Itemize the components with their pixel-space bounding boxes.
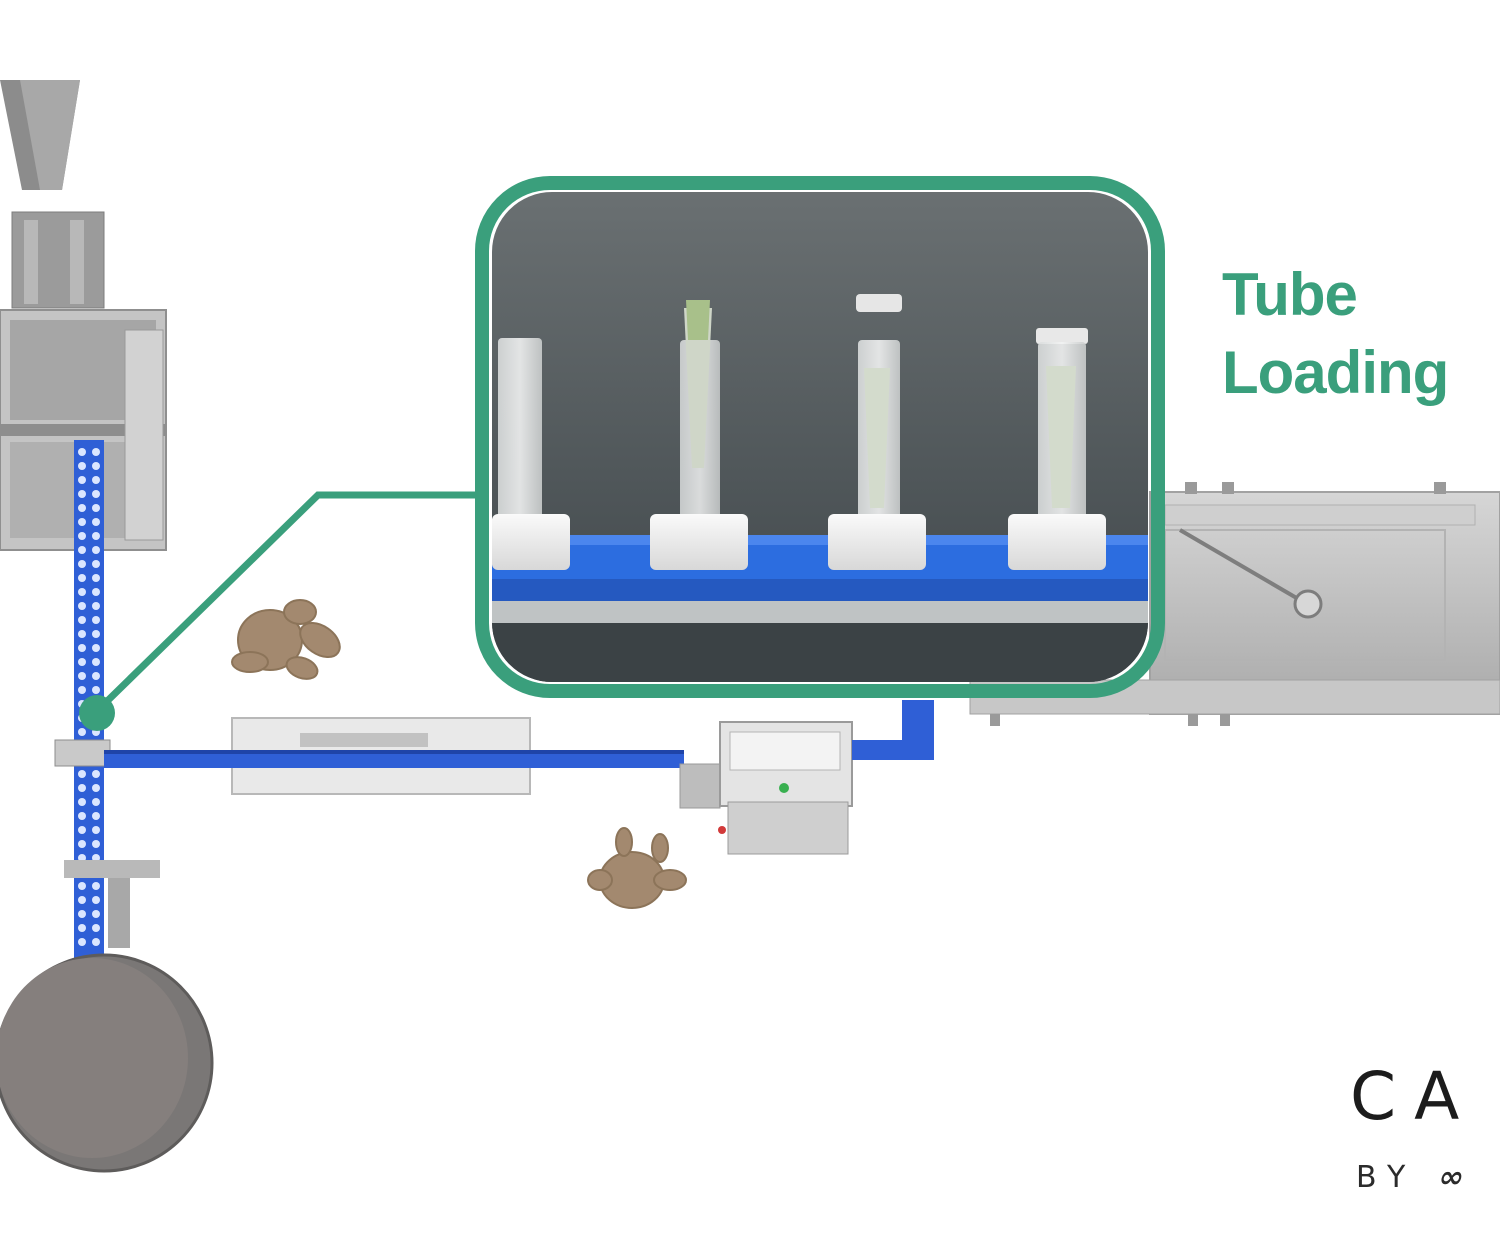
callout-title: Tube Loading [1222,256,1449,412]
conveyor-slot [78,658,86,666]
conveyor-slot [92,784,100,792]
conveyor-slot [92,826,100,834]
conveyor-slot [92,448,100,456]
conveyor-slot [78,448,86,456]
conveyor-slot [78,518,86,526]
conveyor-slot [92,672,100,680]
conveyor-slot [78,882,86,890]
callout-point [79,695,115,731]
conveyor-slot [78,812,86,820]
conveyor-slot [92,644,100,652]
conveyor-slot [92,518,100,526]
conveyor-slot [78,672,86,680]
conveyor-slot [92,924,100,932]
conveyor-slot [92,504,100,512]
brand-subline: BY ∞ [1356,1160,1478,1195]
conveyor-slot [92,910,100,918]
conveyor-slot [92,896,100,904]
conveyor-slot [92,532,100,540]
tube-capped [1008,328,1106,570]
conveyor-slot [78,616,86,624]
conveyor-slot [78,826,86,834]
conveyor-slot [92,490,100,498]
tube-cap-pending [828,294,926,570]
capping-machine [679,700,934,855]
conveyor-slot [92,812,100,820]
conveyor-slot [78,896,86,904]
tube-cabinet [969,482,1500,726]
conveyor-slot [78,840,86,848]
conveyor-slot [92,546,100,554]
callout-title-line1: Tube [1222,261,1358,328]
conveyor-slot [92,476,100,484]
tube-cone-inserting [650,300,748,570]
conveyor-slot [92,658,100,666]
conveyor-slot [92,630,100,638]
tube-empty [492,338,570,570]
operator-figure [231,599,341,680]
conveyor-slot [78,798,86,806]
conveyor-slot [92,574,100,582]
conveyor-slot [78,588,86,596]
conveyor-slot [78,546,86,554]
conveyor-slot [78,784,86,792]
conveyor-slot [78,728,86,736]
brand-logo: CA [1350,1058,1478,1135]
conveyor-slot [78,924,86,932]
conveyor-slot [78,476,86,484]
conveyor-slot [92,602,100,610]
conveyor-slot [78,560,86,568]
conveyor-slot [78,938,86,946]
operator-figure [587,827,687,909]
conveyor-slot [92,770,100,778]
conveyor-slot [78,630,86,638]
filling-machine [0,80,214,1173]
conveyor-slot [78,770,86,778]
conveyor-slot [92,588,100,596]
conveyor-slot [92,798,100,806]
tube-loading-inset [475,176,1165,698]
callout-title-line2: Loading [1222,339,1449,406]
conveyor-slot [78,574,86,582]
conveyor-slot [92,616,100,624]
conveyor-slot [92,938,100,946]
infinity-icon: ∞ [1435,1160,1468,1195]
conveyor-slot [78,686,86,694]
conveyor-slot [92,686,100,694]
conveyor-slot [78,910,86,918]
conveyor-slot [78,602,86,610]
conveyor-slot [78,532,86,540]
conveyor-slot [78,644,86,652]
conveyor-slot [92,560,100,568]
callout-leader-line [93,491,482,715]
conveyor-slot [78,504,86,512]
conveyor-slot [92,840,100,848]
horizontal-conveyor [104,717,684,795]
brand-sub-text: BY [1356,1160,1418,1195]
conveyor-slot [78,462,86,470]
conveyor-slot [92,462,100,470]
conveyor-slot [78,490,86,498]
conveyor-slot [92,882,100,890]
